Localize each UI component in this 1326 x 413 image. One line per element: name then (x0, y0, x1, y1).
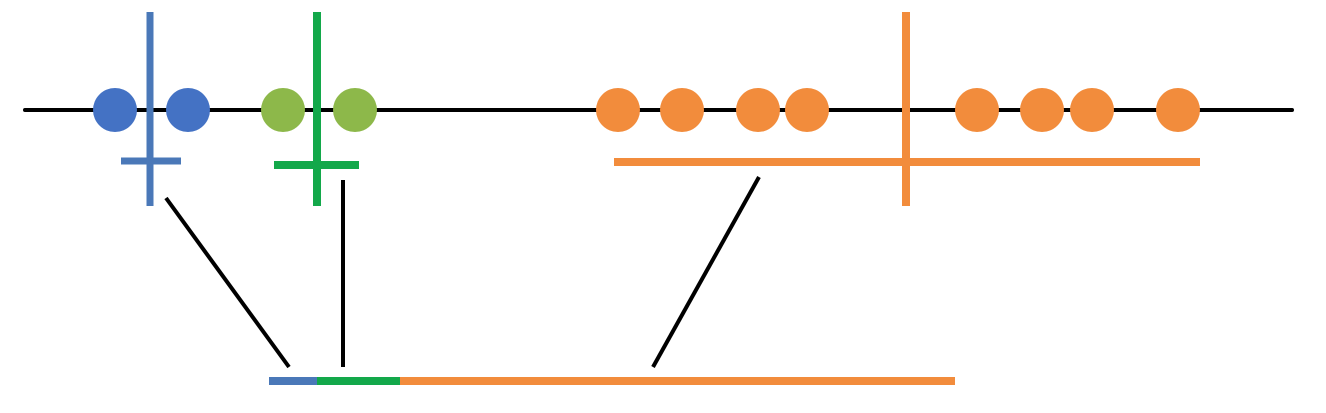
orange-point (596, 88, 640, 132)
blue-point (93, 88, 137, 132)
orange-point (736, 88, 780, 132)
blue-point (166, 88, 210, 132)
orange-point (955, 88, 999, 132)
green-point (333, 88, 377, 132)
orange-point (785, 88, 829, 132)
orange-point (1070, 88, 1114, 132)
blue-connector (164, 196, 291, 369)
orange-connector (651, 176, 761, 368)
green-point (261, 88, 305, 132)
orange-point (1156, 88, 1200, 132)
orange-point (660, 88, 704, 132)
orange-point (1020, 88, 1064, 132)
